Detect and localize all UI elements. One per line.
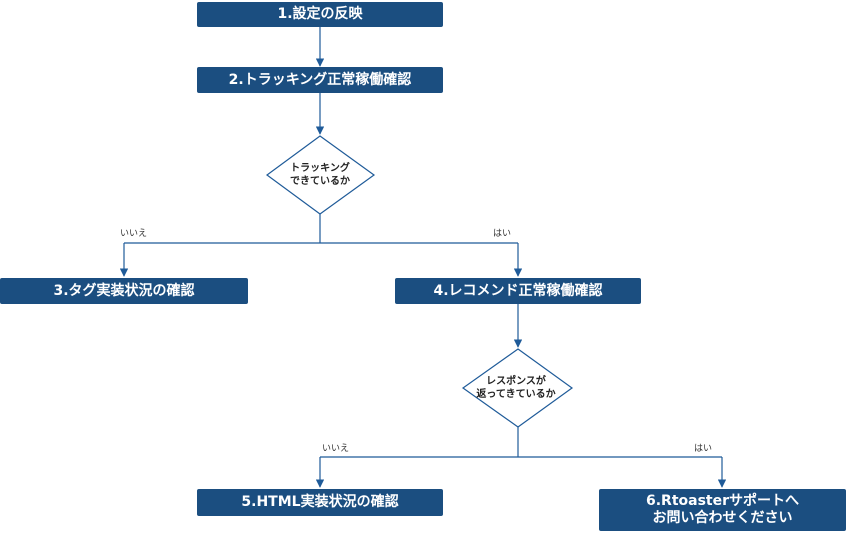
decision1-no-label: いいえ: [120, 229, 148, 239]
step6-label-line1: 6.Rtoasterサポートへ: [645, 493, 800, 509]
decision1-label: トラッキング できているか: [265, 162, 375, 188]
decision2-yes-label: はい: [694, 444, 713, 454]
step5-label: 5.HTML実装状況の確認: [241, 494, 399, 510]
step3-label: 3.タグ実装状況の確認: [53, 282, 195, 299]
decision1-label-line2: できているか: [290, 176, 350, 187]
step3-box: 3.タグ実装状況の確認: [0, 278, 248, 304]
step1-label: 1.設定の反映: [277, 6, 363, 22]
decision2-no-label: いいえ: [322, 444, 350, 454]
step6-label-line2: お問い合わせください: [652, 510, 793, 526]
step2-box: 2.トラッキング正常稼働確認: [197, 67, 443, 93]
step4-label: 4.レコメンド正常稼働確認: [433, 282, 603, 299]
step6-box: 6.Rtoasterサポートへ お問い合わせください: [599, 489, 846, 531]
step4-box: 4.レコメンド正常稼働確認: [395, 278, 641, 304]
decision2-label-line2: 返ってきているか: [476, 389, 556, 400]
decision1-yes-label: はい: [493, 229, 512, 239]
step2-label: 2.トラッキング正常稼働確認: [228, 71, 412, 88]
decision2-label: レスポンスが 返ってきているか: [461, 375, 571, 401]
decision1-label-line1: トラッキング: [290, 163, 350, 174]
step5-box: 5.HTML実装状況の確認: [197, 489, 443, 516]
decision2-label-line1: レスポンスが: [486, 376, 546, 387]
step1-box: 1.設定の反映: [197, 2, 443, 27]
